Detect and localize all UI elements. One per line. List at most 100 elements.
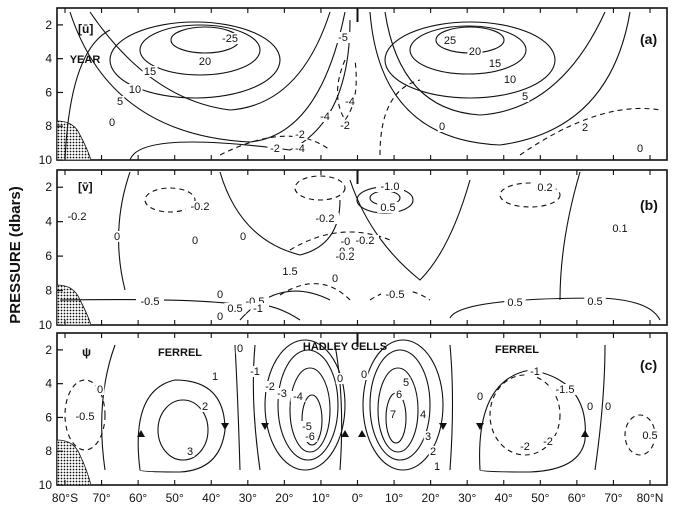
contour-line <box>449 344 454 471</box>
contour-label-background <box>142 66 158 77</box>
contour-label-background <box>262 381 278 392</box>
contour-label: 0 <box>477 391 483 403</box>
contour-label: -2 <box>520 441 530 453</box>
panel-b-dashed-contours <box>144 175 561 301</box>
contour-label: -25 <box>222 33 238 45</box>
contour-label: 0.2 <box>537 182 552 194</box>
contour-label: 0.5 <box>642 430 657 442</box>
panel-annotation: HADLEY CELLS <box>303 341 387 353</box>
contour-line <box>89 11 331 111</box>
contour-label-background <box>603 401 613 412</box>
contour-label: 0 <box>361 369 367 381</box>
contour-label: -1 <box>250 366 260 378</box>
contour-label-background <box>292 143 308 154</box>
contour-label: -4 <box>345 96 355 108</box>
contour-label: -2 <box>340 120 350 132</box>
contour-label-background <box>238 231 248 242</box>
contour-label: 0 <box>237 343 243 355</box>
contour-label-background <box>504 297 526 308</box>
contour-label: 0 <box>97 384 103 396</box>
contour-label-background <box>190 235 200 246</box>
contour-label: 0 <box>637 143 643 155</box>
panel-c-flow-arrows <box>137 423 589 437</box>
contour-label-background <box>475 391 485 402</box>
y-tick-label: 2 <box>45 18 52 32</box>
contour-label-background <box>342 96 358 107</box>
x-tick-label: 50° <box>166 491 184 505</box>
contour-label: 0 <box>217 311 223 323</box>
contour-label-background <box>377 202 399 213</box>
contour-line <box>139 24 261 76</box>
contour-line <box>157 399 209 461</box>
contour-label: 0.5 <box>507 297 522 309</box>
contour-label-background <box>215 311 225 322</box>
contour-label: 7 <box>390 409 396 421</box>
contour-label-background <box>467 46 483 57</box>
contour-label: 20 <box>199 56 211 68</box>
contour-label: -3 <box>277 388 287 400</box>
contour-label-background <box>527 366 543 377</box>
contour-label-background <box>432 461 442 472</box>
contour-label-background <box>330 273 340 284</box>
y-tick-label: 8 <box>45 284 52 298</box>
contour-label-background <box>197 56 213 67</box>
contour-label-background <box>127 84 143 95</box>
contour-line <box>369 349 431 461</box>
contour-label: -0.5 <box>386 289 405 301</box>
contour-label: -0.2 <box>336 251 355 263</box>
contour-label: -0.5 <box>141 296 160 308</box>
contour-label-background <box>335 32 351 43</box>
contour-line <box>519 107 661 156</box>
contour-line <box>337 59 357 121</box>
contour-label: 20 <box>469 46 481 58</box>
contour-label: -4 <box>320 111 330 123</box>
panel-a <box>56 7 668 161</box>
contour-label-background <box>388 409 398 420</box>
contour-label: 0 <box>337 373 343 385</box>
contour-line <box>252 344 343 471</box>
panel-c-contours <box>101 339 606 473</box>
contour-line <box>109 21 281 99</box>
x-tick-label: 30° <box>458 491 476 505</box>
y-tick-label: 4 <box>45 52 52 66</box>
contour-label: 0.5 <box>587 296 602 308</box>
contour-label: 15 <box>489 58 501 70</box>
x-tick-label: 40° <box>495 491 513 505</box>
x-tick-label: 0° <box>352 491 364 505</box>
flow-arrow <box>358 430 366 437</box>
contour-label: -1.0 <box>381 181 400 193</box>
contour-line <box>219 135 331 156</box>
contour-label: -4 <box>295 143 305 155</box>
contour-label: 0 <box>240 231 246 243</box>
contour-label-background <box>335 373 345 384</box>
contour-label-background <box>136 296 164 307</box>
field-label: [ū] <box>78 22 93 36</box>
x-tick-label: 70° <box>604 491 622 505</box>
contour-label: -2 <box>265 381 275 393</box>
contour-line <box>489 374 561 456</box>
panel-label: (b) <box>640 197 658 213</box>
contour-label-background <box>635 143 645 154</box>
contour-label-background <box>540 436 556 447</box>
contour-label-background <box>381 289 409 300</box>
contour-label-background <box>609 223 631 234</box>
contour-line <box>239 290 331 321</box>
contour-label: -5 <box>338 32 348 44</box>
contour-label: 1 <box>434 461 440 473</box>
contour-line <box>294 175 346 201</box>
contour-label: -1 <box>253 303 263 315</box>
contour-label: -5 <box>302 421 312 433</box>
y-tick-label: 4 <box>45 377 52 391</box>
contour-label-background <box>639 430 661 441</box>
contour-label: 2 <box>202 401 208 413</box>
contour-label-background <box>292 129 308 140</box>
x-tick-label: 10° <box>312 491 330 505</box>
contour-label: -0.5 <box>76 411 95 423</box>
contour-label-background <box>585 401 595 412</box>
contour-label-background <box>428 446 438 457</box>
contour-line <box>64 19 351 161</box>
panel-label: (a) <box>640 31 657 47</box>
y-tick-label: 6 <box>45 410 52 424</box>
